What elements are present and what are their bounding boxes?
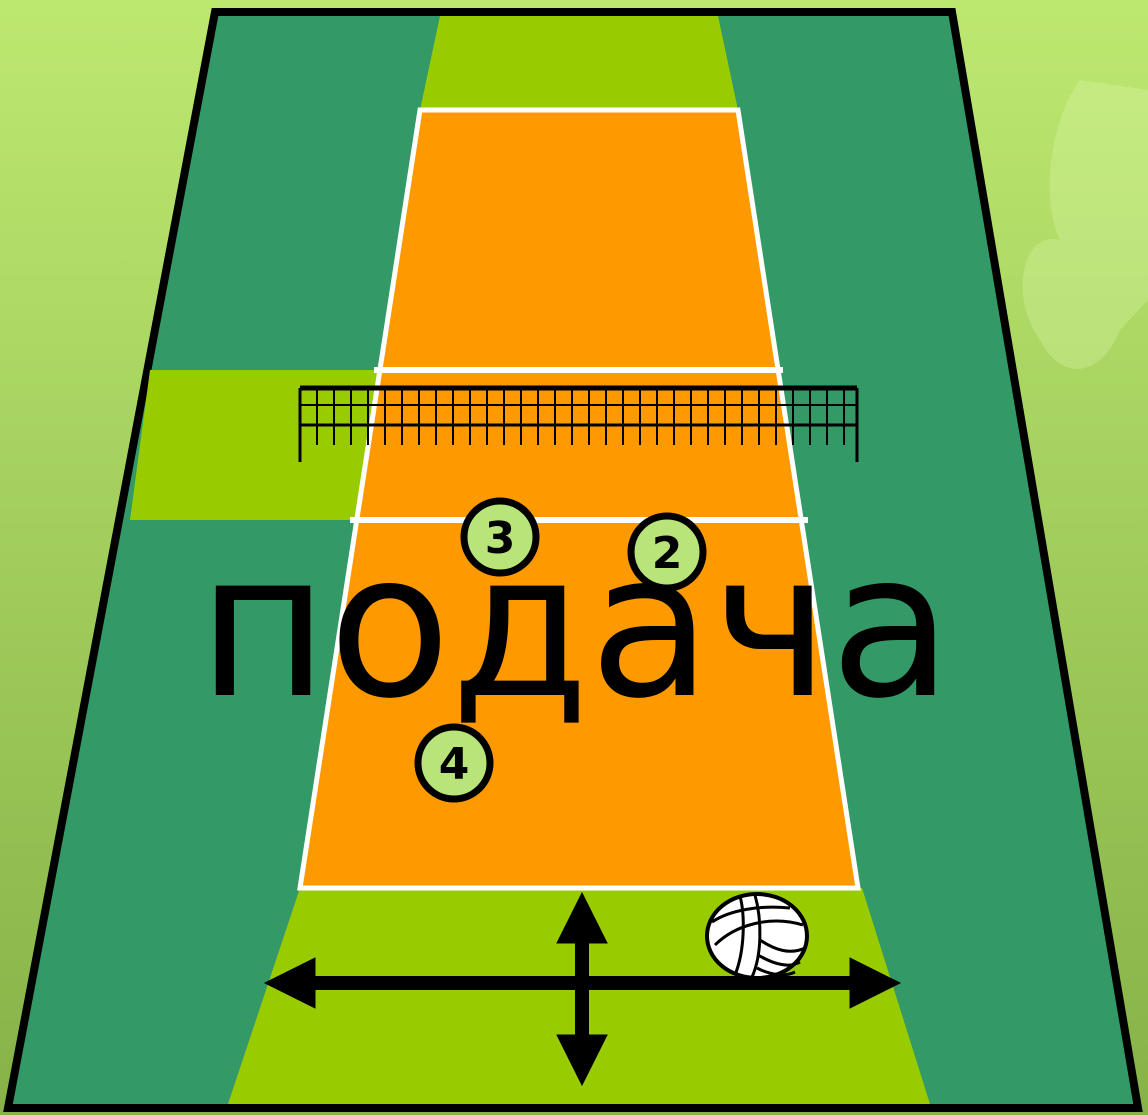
- player-2[interactable]: 2: [631, 516, 703, 588]
- player-2-number: 2: [652, 528, 683, 579]
- top-free-zone: [420, 16, 738, 110]
- player-3[interactable]: 3: [464, 501, 536, 573]
- player-3-number: 3: [485, 513, 516, 564]
- volleyball-icon[interactable]: [707, 894, 807, 978]
- player-4-number: 4: [439, 739, 470, 790]
- serve-caption: подача: [198, 510, 953, 743]
- player-4[interactable]: 4: [418, 727, 490, 799]
- left-side-zone: [130, 370, 378, 520]
